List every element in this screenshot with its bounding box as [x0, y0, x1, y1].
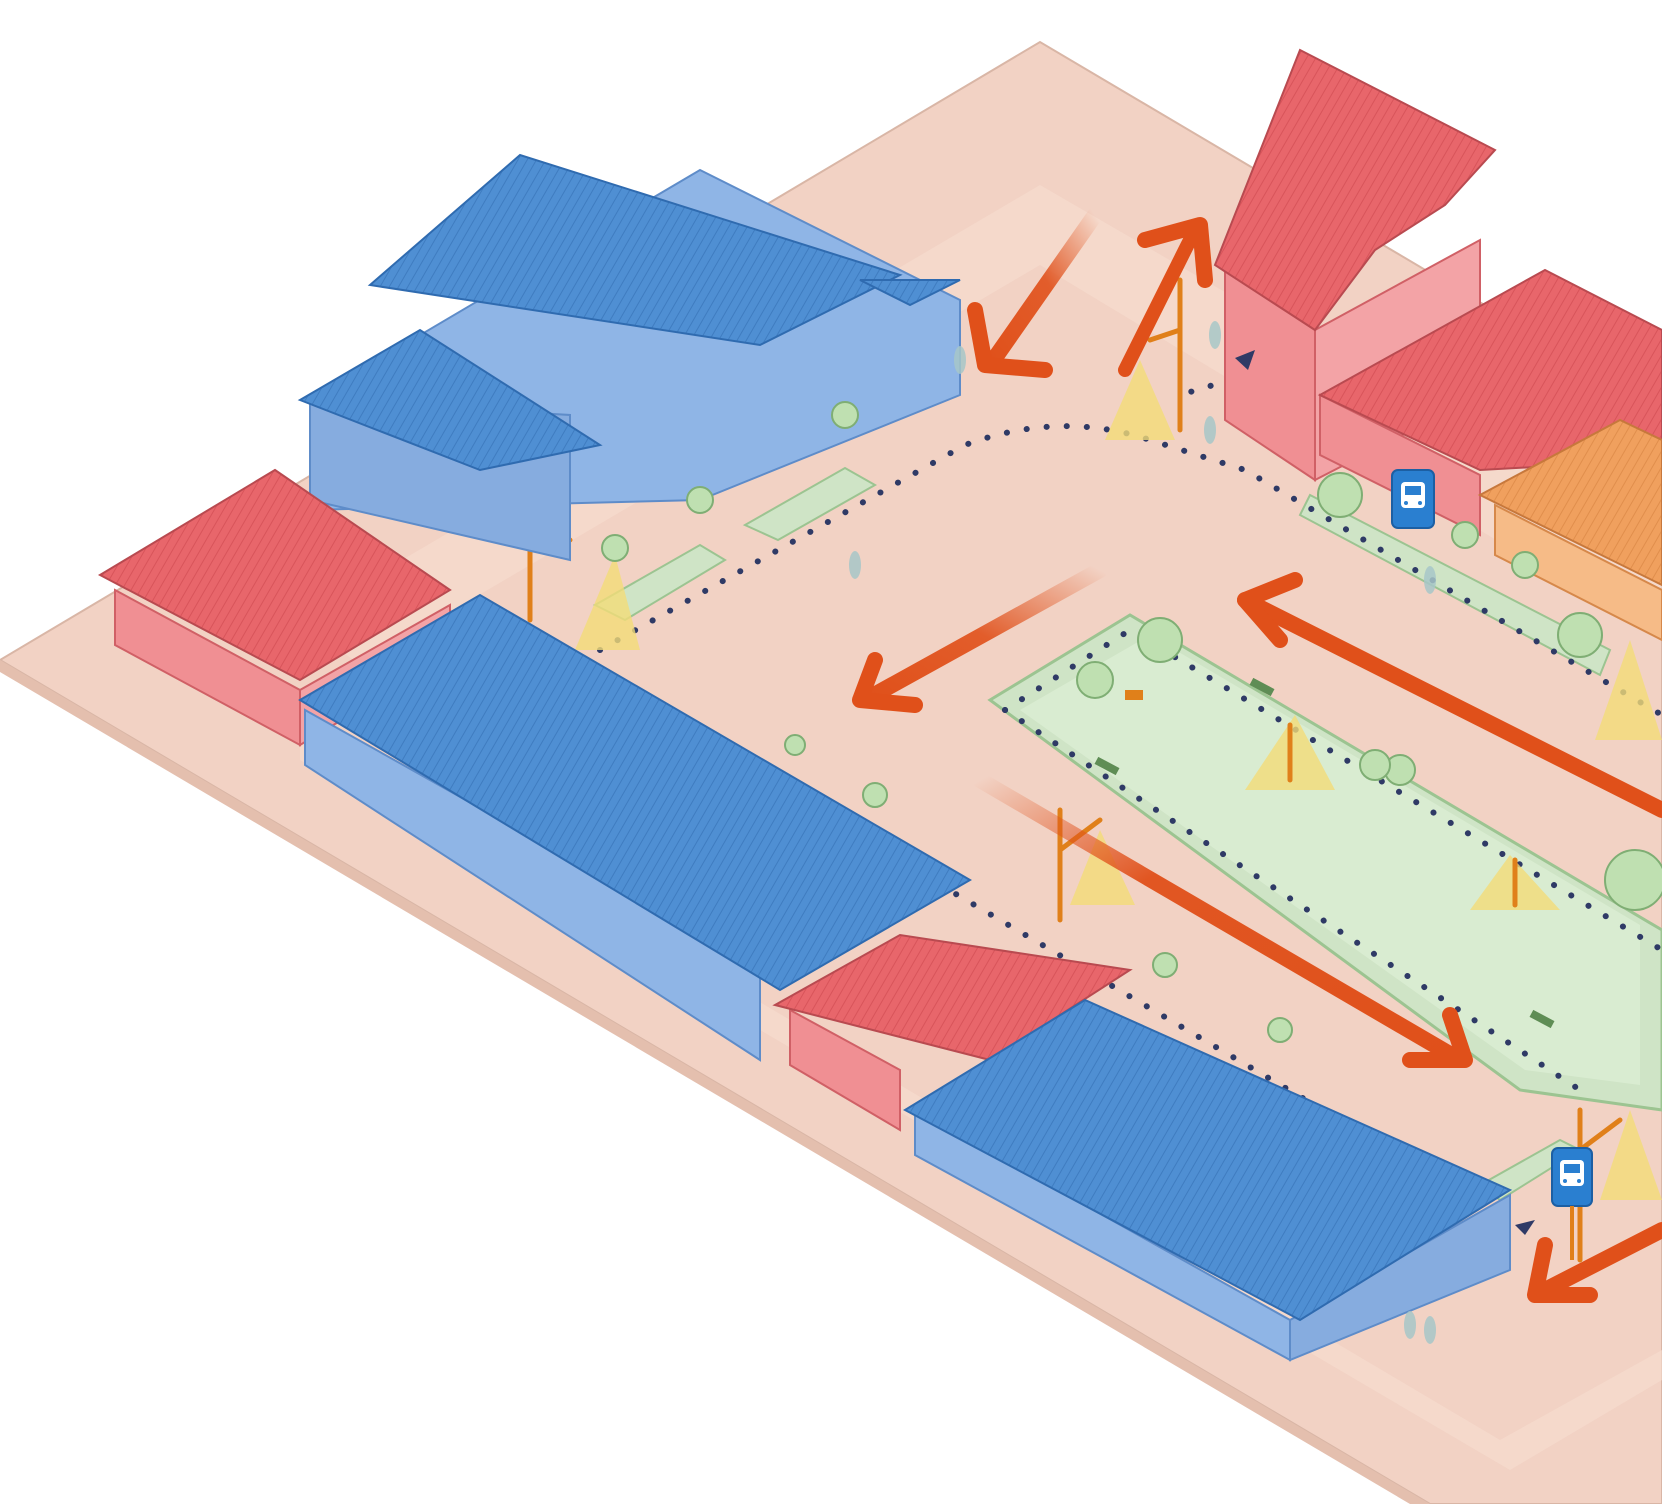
- bus-stop-icon: [1392, 470, 1434, 528]
